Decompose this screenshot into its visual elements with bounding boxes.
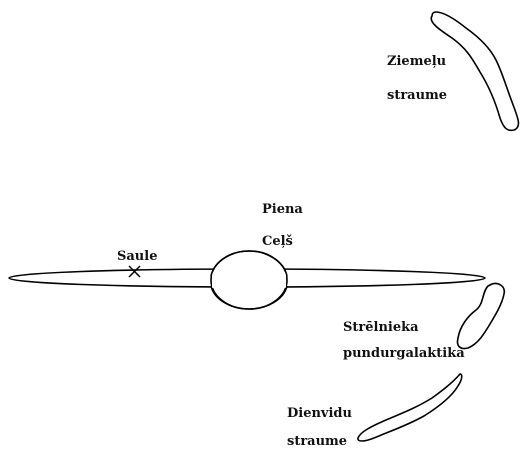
- milky-way-label: Piena: [262, 202, 303, 217]
- milky-way-label-line2: Ceļš: [262, 234, 293, 249]
- sagittarius-label-line2: pundurgalaktika: [343, 346, 465, 361]
- sagittarius-dwarf-shape: [457, 283, 504, 348]
- northern-stream-label: Ziemeļu: [387, 54, 446, 69]
- northern-stream-label-2: straume: [387, 88, 447, 103]
- southern-stream-label: Dienvidu: [287, 406, 352, 421]
- northern-stream-shape: [431, 12, 518, 130]
- sagittarius-label-2: pundurgalaktika: [343, 346, 465, 361]
- milky-way-label-2: Ceļš: [262, 234, 293, 249]
- sagittarius-label-line1: Strēlnieka: [343, 320, 419, 335]
- sagittarius-label: Strēlnieka: [343, 320, 419, 335]
- southern-stream-label-line2: straume: [287, 434, 347, 449]
- sun-label-text: Saule: [117, 249, 157, 264]
- northern-stream-label-line2: straume: [387, 88, 447, 103]
- milky-way-galaxy: [9, 251, 485, 309]
- southern-stream-label-2: straume: [287, 434, 347, 449]
- northern-stream-label-line1: Ziemeļu: [387, 54, 446, 69]
- southern-stream-label-line1: Dienvidu: [287, 406, 352, 421]
- sun-label: Saule: [117, 249, 157, 264]
- southern-stream-shape: [358, 374, 462, 441]
- milky-way-label-line1: Piena: [262, 202, 303, 217]
